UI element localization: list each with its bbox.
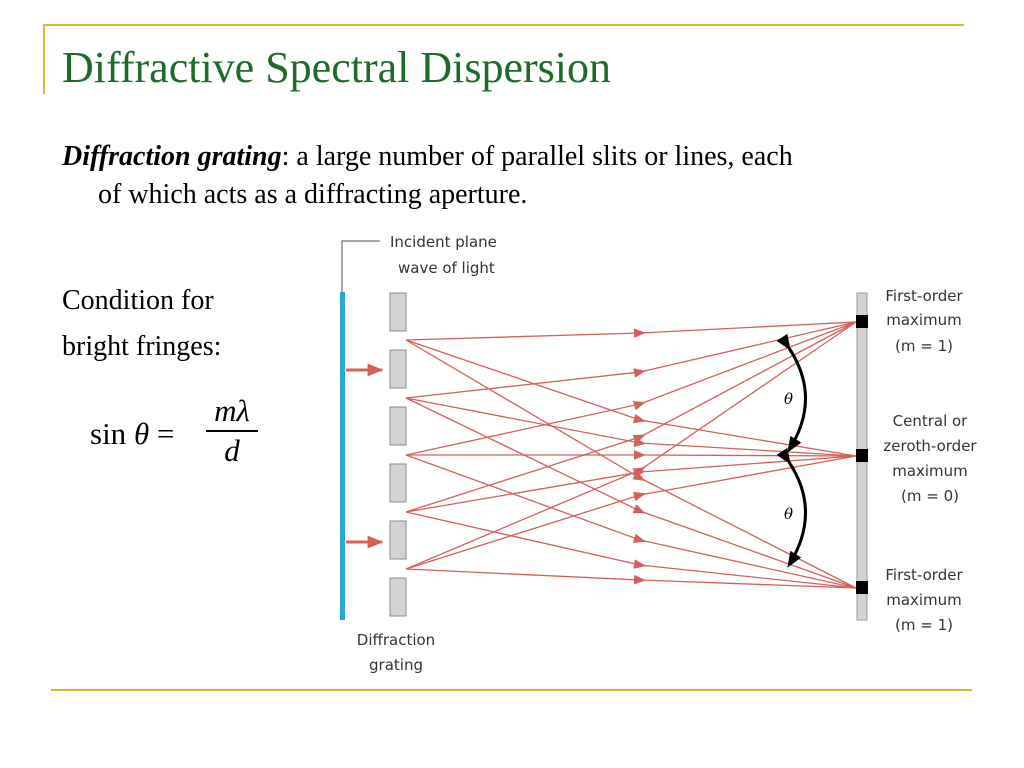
bottom-maximum-marker [856, 581, 868, 594]
central-label-line-3: maximum [892, 462, 968, 480]
definition-term: Diffraction grating [62, 141, 282, 172]
condition-text: Condition for bright fringes: [62, 278, 221, 370]
formula-fraction: mλ d [206, 392, 258, 470]
top-max-label-line-3: (m = 1) [895, 337, 953, 355]
top-maximum-marker [856, 315, 868, 328]
top-max-label-line-2: maximum [886, 311, 962, 329]
formula-fraction-bar [206, 430, 258, 432]
ray [406, 450, 857, 460]
frame-bottom-rule [51, 689, 972, 691]
grating-label-line-1: Diffraction [357, 631, 435, 649]
ray [405, 454, 857, 589]
grating-bar [389, 349, 407, 389]
diffracted-rays [405, 321, 857, 589]
grating-bar [389, 520, 407, 560]
ray [405, 568, 857, 589]
ray [405, 511, 857, 589]
upper-angle-arc [776, 333, 807, 453]
formula-numerator: mλ [214, 393, 250, 428]
upper-angle-label: θ [784, 390, 793, 408]
incident-label-leader [341, 240, 380, 292]
central-maximum-marker [856, 449, 868, 462]
formula-theta: θ [133, 416, 150, 451]
bottom-max-label-line-1: First-order [885, 566, 963, 584]
grating-label-line-2: grating [369, 656, 423, 674]
condition-line-2: bright fringes: [62, 331, 222, 362]
central-label-line-1: Central or [893, 412, 969, 430]
ray [405, 321, 857, 341]
ray [405, 455, 857, 513]
formula-equals: = [156, 416, 175, 451]
incident-label-line-2: wave of light [398, 259, 495, 277]
incident-label-line-1: Incident plane [390, 233, 497, 251]
bottom-max-label-line-2: maximum [886, 591, 962, 609]
incident-wavefront [340, 292, 345, 620]
ray [405, 321, 857, 456]
grating-bar [389, 292, 407, 332]
central-label-line-2: zeroth-order [883, 437, 977, 455]
ray [405, 339, 857, 589]
definition-line-2: of which acts as a diffracting aperture. [98, 179, 528, 210]
grating [389, 292, 407, 617]
grating-bar [389, 463, 407, 503]
frame-left-rule [43, 24, 45, 94]
formula-sin: sin [90, 416, 127, 451]
central-label-line-4: (m = 0) [901, 487, 959, 505]
formula-denominator: d [224, 433, 240, 468]
ray [405, 397, 857, 589]
grating-bar [389, 577, 407, 617]
definition-text: Diffraction grating: a large number of p… [62, 138, 962, 214]
bottom-max-label-line-3: (m = 1) [895, 616, 953, 634]
condition-line-1: Condition for [62, 285, 214, 316]
slide-title: Diffractive Spectral Dispersion [62, 43, 612, 92]
lower-angle-arc [776, 447, 807, 568]
definition-line-1: : a large number of parallel slits or li… [281, 141, 793, 172]
ray [405, 321, 857, 570]
grating-bar [389, 406, 407, 446]
frame-top-rule [43, 24, 964, 26]
top-max-label-line-1: First-order [885, 287, 963, 305]
lower-angle-label: θ [784, 505, 793, 523]
